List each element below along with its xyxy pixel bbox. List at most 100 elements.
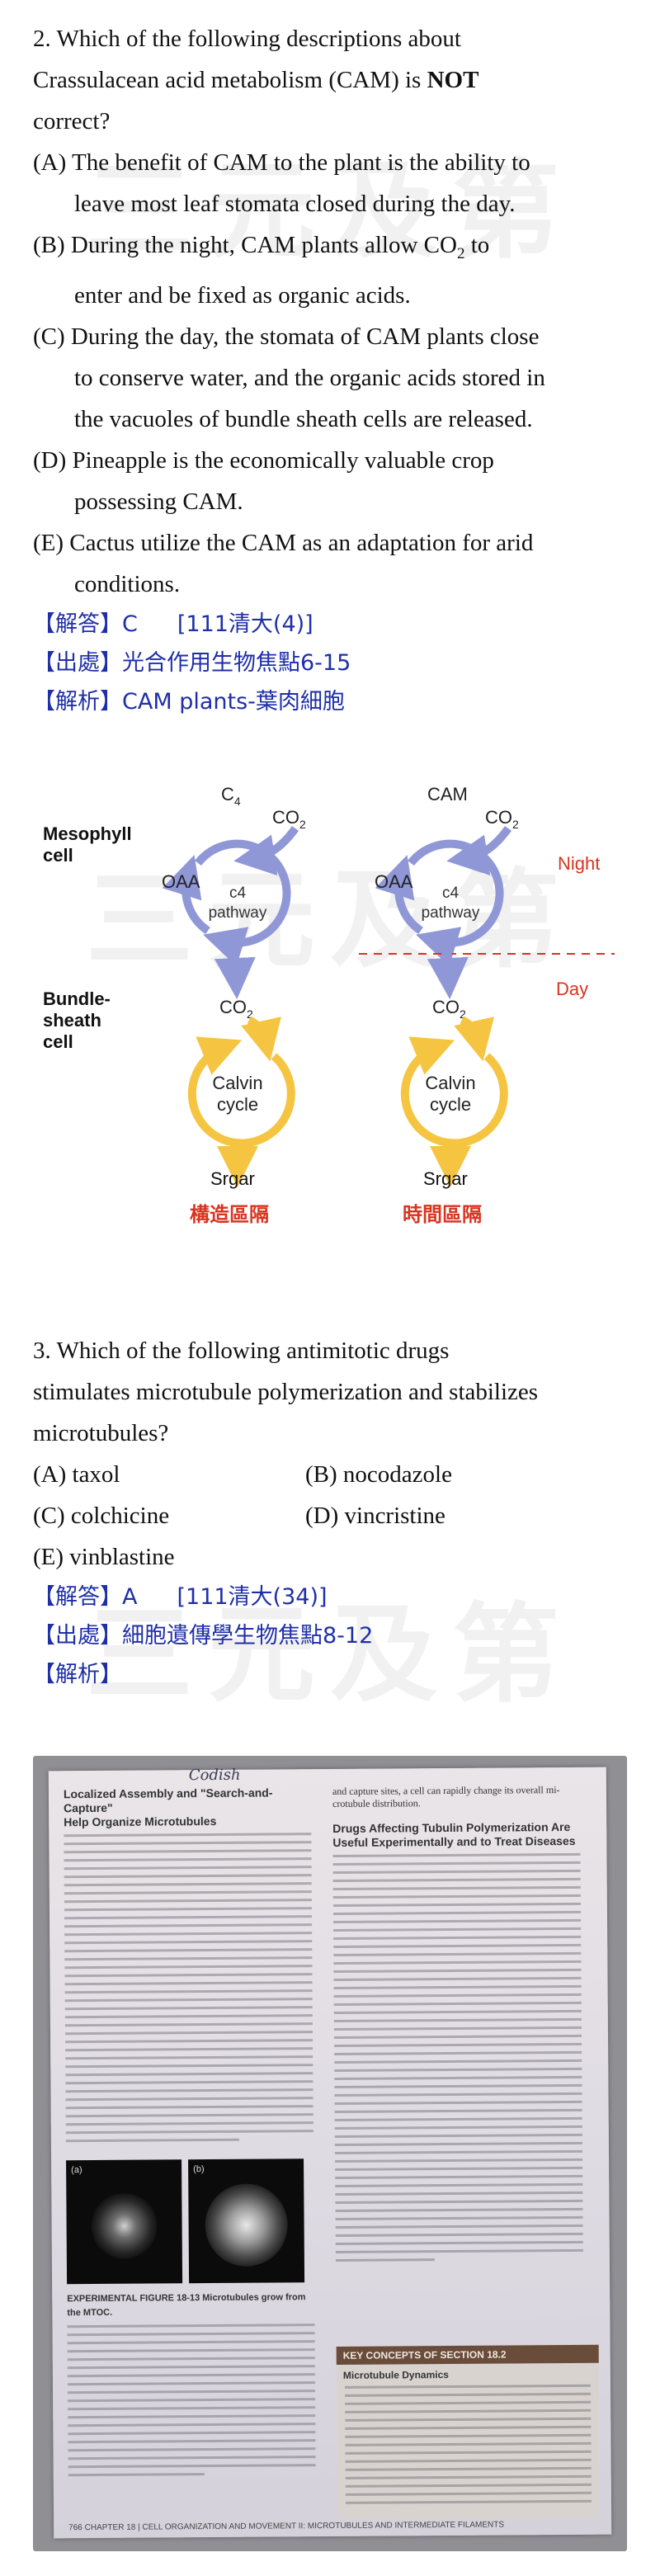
sugar-label: Srgar (423, 1168, 468, 1189)
option-text: The benefit of CAM to the plant is the a… (72, 149, 530, 176)
figure-caption: EXPERIMENTAL FIGURE 18-13 Microtubules g… (67, 2291, 316, 2482)
cell-glow (91, 2192, 158, 2260)
option-text: During the night, CAM plants allow CO (70, 232, 457, 258)
figure-caption-text (67, 2324, 316, 2477)
question-3-stem-line: 3. Which of the following antimitotic dr… (33, 1338, 450, 1364)
bundle-sheath-label: sheath (43, 1010, 101, 1031)
question-2-stem-line: correct? (33, 108, 111, 134)
co2-to-calvin-arrow (454, 1016, 494, 1062)
c4-cycle-arrow (408, 839, 504, 967)
left-body-text (64, 1833, 314, 2143)
key-concepts-title: KEY CONCEPTS OF SECTION 18.2 (336, 2344, 599, 2365)
micrograph-b: (b) (188, 2158, 305, 2284)
question-2-stem-line: 2. Which of the following descriptions a… (33, 26, 461, 52)
option-b: (B) During the night, CAM plants allow C… (33, 224, 644, 275)
c4-cycle-arrow (195, 839, 291, 967)
calvin-label: Calvin (212, 1073, 262, 1093)
c4-title: C4 (221, 784, 241, 808)
question-2-stem-line: Crassulacean acid metabolism (CAM) is NO… (33, 59, 644, 101)
co2-in-arrow (233, 826, 299, 876)
option-d: (D) vincristine (305, 1503, 446, 1529)
c4-cam-diagram: Mesophyll cell Bundle- sheath cell C4 CO… (33, 757, 627, 1189)
co2-release-arrow (427, 943, 469, 999)
micrograph-label: (b) (193, 2164, 205, 2175)
analysis-value: CAM plants-葉肉細胞 (122, 688, 345, 715)
bundle-sheath-label: Bundle- (43, 988, 111, 1009)
oaa-label: OAA (162, 871, 200, 892)
sugar-label: Srgar (210, 1168, 255, 1189)
textbook-page: Codish Localized Assembly and "Search-an… (48, 1766, 612, 2539)
option-text: to (464, 232, 490, 258)
option-row: (C) colchicine (D) vincristine (33, 1495, 644, 1536)
option-d-cont: possessing CAM. (74, 488, 243, 515)
option-row: (A) taxol (B) nocodazole (33, 1454, 644, 1495)
night-label: Night (558, 853, 600, 874)
option-text: During the day, the stomata of CAM plant… (70, 323, 540, 350)
source-value: 細胞遺傳學生物焦點8-12 (122, 1623, 374, 1649)
option-a-cont: leave most leaf stomata closed during th… (74, 191, 516, 217)
source-label: 【出處】 (33, 1623, 122, 1649)
micrograph-label: (a) (71, 2165, 82, 2176)
question-2-stem-text: Crassulacean acid metabolism (CAM) is (33, 67, 427, 93)
option-c: (C) colchicine (33, 1503, 170, 1529)
key-concepts-text (337, 2384, 600, 2504)
option-label: (A) (33, 149, 67, 176)
co2-label: CO2 (485, 807, 519, 831)
option-a: (A) taxol (33, 1461, 120, 1488)
diagram-svg: Mesophyll cell Bundle- sheath cell C4 CO… (43, 784, 615, 1187)
question-3: 3. Which of the following antimitotic dr… (33, 1330, 644, 1694)
analysis-label: 【解析】 (33, 688, 122, 715)
answer-ref: [111清大(34)] (177, 1584, 328, 1610)
question-3-stem-line: microtubules? (33, 1420, 169, 1446)
source-label: 【出處】 (33, 649, 122, 676)
handwriting: Codish (188, 1766, 241, 1785)
calvin-label: cycle (217, 1094, 258, 1115)
co2-in-arrow (446, 826, 512, 876)
caption-temporal: 時間區隔 (403, 1203, 482, 1226)
co2-label: CO2 (219, 997, 253, 1021)
bundle-sheath-label: cell (43, 1031, 73, 1052)
option-b: (B) nocodazole (305, 1461, 452, 1488)
day-label: Day (556, 979, 588, 999)
left-heading: Localized Assembly and "Search-and-Captu… (63, 1786, 273, 1829)
c4-pathway-label: pathway (209, 904, 267, 922)
co2-to-calvin-arrow (241, 1016, 281, 1062)
option-label: (D) (33, 446, 67, 474)
calvin-cycle-arrow (400, 1036, 508, 1148)
question-2-not: NOT (427, 67, 479, 93)
calvin-cycle-arrow (187, 1036, 295, 1148)
co2-label: CO2 (432, 997, 466, 1021)
option-c-cont: the vacuoles of bundle sheath cells are … (74, 405, 533, 432)
calvin-label: cycle (430, 1094, 471, 1115)
answer-value: C (122, 611, 138, 637)
answer-line: 【解答】C[111清大(4)] (33, 605, 644, 644)
answer-ref: [111清大(4)] (177, 611, 314, 637)
option-label: (E) (33, 529, 64, 556)
textbook-photo: Codish Localized Assembly and "Search-an… (33, 1756, 627, 2551)
mesophyll-label: Mesophyll (43, 823, 132, 844)
answer-label: 【解答】 (33, 1584, 122, 1610)
right-body-text (332, 1852, 583, 2262)
option-c: (C) During the day, the stomata of CAM p… (33, 316, 644, 357)
answer-value: A (122, 1584, 138, 1610)
question-3-stem-line: stimulates microtubule polymerization an… (33, 1379, 539, 1405)
analysis-label: 【解析】 (33, 1662, 122, 1687)
co2-release-arrow (214, 943, 256, 999)
option-label: (C) (33, 323, 65, 350)
caption-spatial: 構造區隔 (190, 1203, 269, 1226)
co2-label: CO2 (272, 807, 306, 831)
option-e: (E) vinblastine (33, 1544, 175, 1570)
c4-pathway-label: c4 (229, 885, 247, 902)
c4-cycle-arrow (162, 855, 210, 935)
source-value: 光合作用生物焦點6-15 (122, 649, 351, 676)
option-label: (B) (33, 232, 65, 258)
figure-caption-title: EXPERIMENTAL FIGURE 18-13 Microtubules g… (67, 2292, 306, 2319)
option-text: Cactus utilize the CAM as an adaptation … (69, 529, 534, 556)
option-d: (D) Pineapple is the economically valuab… (33, 440, 644, 481)
mesophyll-label: cell (43, 845, 73, 866)
option-b-cont: enter and be fixed as organic acids. (74, 281, 411, 309)
c4-pathway-label: pathway (422, 904, 480, 922)
micrograph-a: (a) (66, 2159, 183, 2285)
option-a: (A) The benefit of CAM to the plant is t… (33, 142, 644, 183)
page-footer: 766 CHAPTER 18 | CELL ORGANIZATION AND M… (68, 2520, 505, 2533)
